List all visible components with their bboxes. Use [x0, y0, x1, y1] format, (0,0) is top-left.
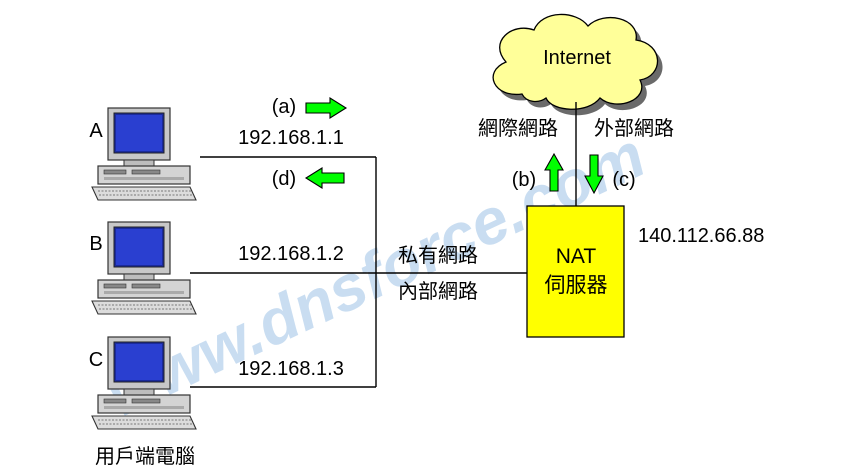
internet-label: Internet [543, 47, 611, 69]
arrow-left-icon [304, 167, 345, 189]
nat-server-box [526, 205, 625, 338]
computer-a-icon [91, 107, 197, 201]
arrow-b-label: (b) [512, 169, 536, 191]
external-network-label: 外部網路 [594, 117, 674, 140]
client-c-letter: C [89, 349, 103, 371]
arrow-d-label: (d) [272, 168, 296, 190]
client-a-ip: 192.168.1.1 [238, 127, 344, 149]
nat-public-ip: 140.112.66.88 [638, 225, 764, 247]
computer-b-icon [91, 221, 197, 315]
internet-cloud: Internet [492, 13, 663, 116]
internal-network-label: 內部網路 [398, 280, 478, 303]
arrow-down-icon [584, 154, 604, 195]
client-a-letter: A [89, 120, 103, 142]
arrow-up-icon [544, 152, 564, 192]
wan-label: 網際網路 [478, 117, 558, 140]
arrow-a-label: (a) [272, 96, 296, 118]
arrow-right-icon [305, 97, 348, 119]
client-b-letter: B [89, 233, 102, 255]
nat-title: NAT [556, 245, 597, 268]
nat-subtitle: 伺服器 [545, 274, 608, 297]
clients-caption: 用戶端電腦 [95, 445, 195, 468]
client-c-ip: 192.168.1.3 [238, 358, 344, 380]
client-b-ip: 192.168.1.2 [238, 243, 344, 265]
arrow-c-label: (c) [612, 169, 635, 191]
private-network-label: 私有網路 [398, 244, 478, 267]
